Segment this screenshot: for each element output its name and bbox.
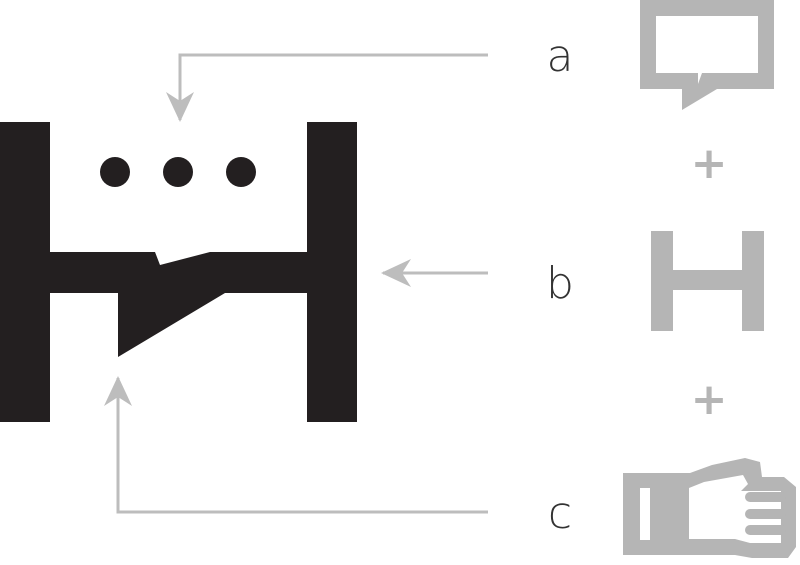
logo-dot-2 xyxy=(163,157,193,187)
label-c: c xyxy=(548,488,572,539)
letter-h-icon xyxy=(651,231,764,331)
plus-operator-1: + xyxy=(691,138,728,189)
label-b: b xyxy=(546,258,574,309)
logo-dot-1 xyxy=(100,157,130,187)
logo-crossbar-speech-tail xyxy=(48,252,309,357)
label-a: a xyxy=(547,31,574,82)
plus-operator-2: + xyxy=(691,374,728,425)
combined-logo xyxy=(0,122,357,422)
speech-bubble-icon xyxy=(640,0,774,110)
logo-right-bar xyxy=(307,122,357,422)
logo-dot-3 xyxy=(226,157,256,187)
fist-icon xyxy=(623,458,796,558)
arrow-a xyxy=(166,53,488,122)
logo-left-bar xyxy=(0,122,50,422)
arrow-c xyxy=(104,376,488,514)
